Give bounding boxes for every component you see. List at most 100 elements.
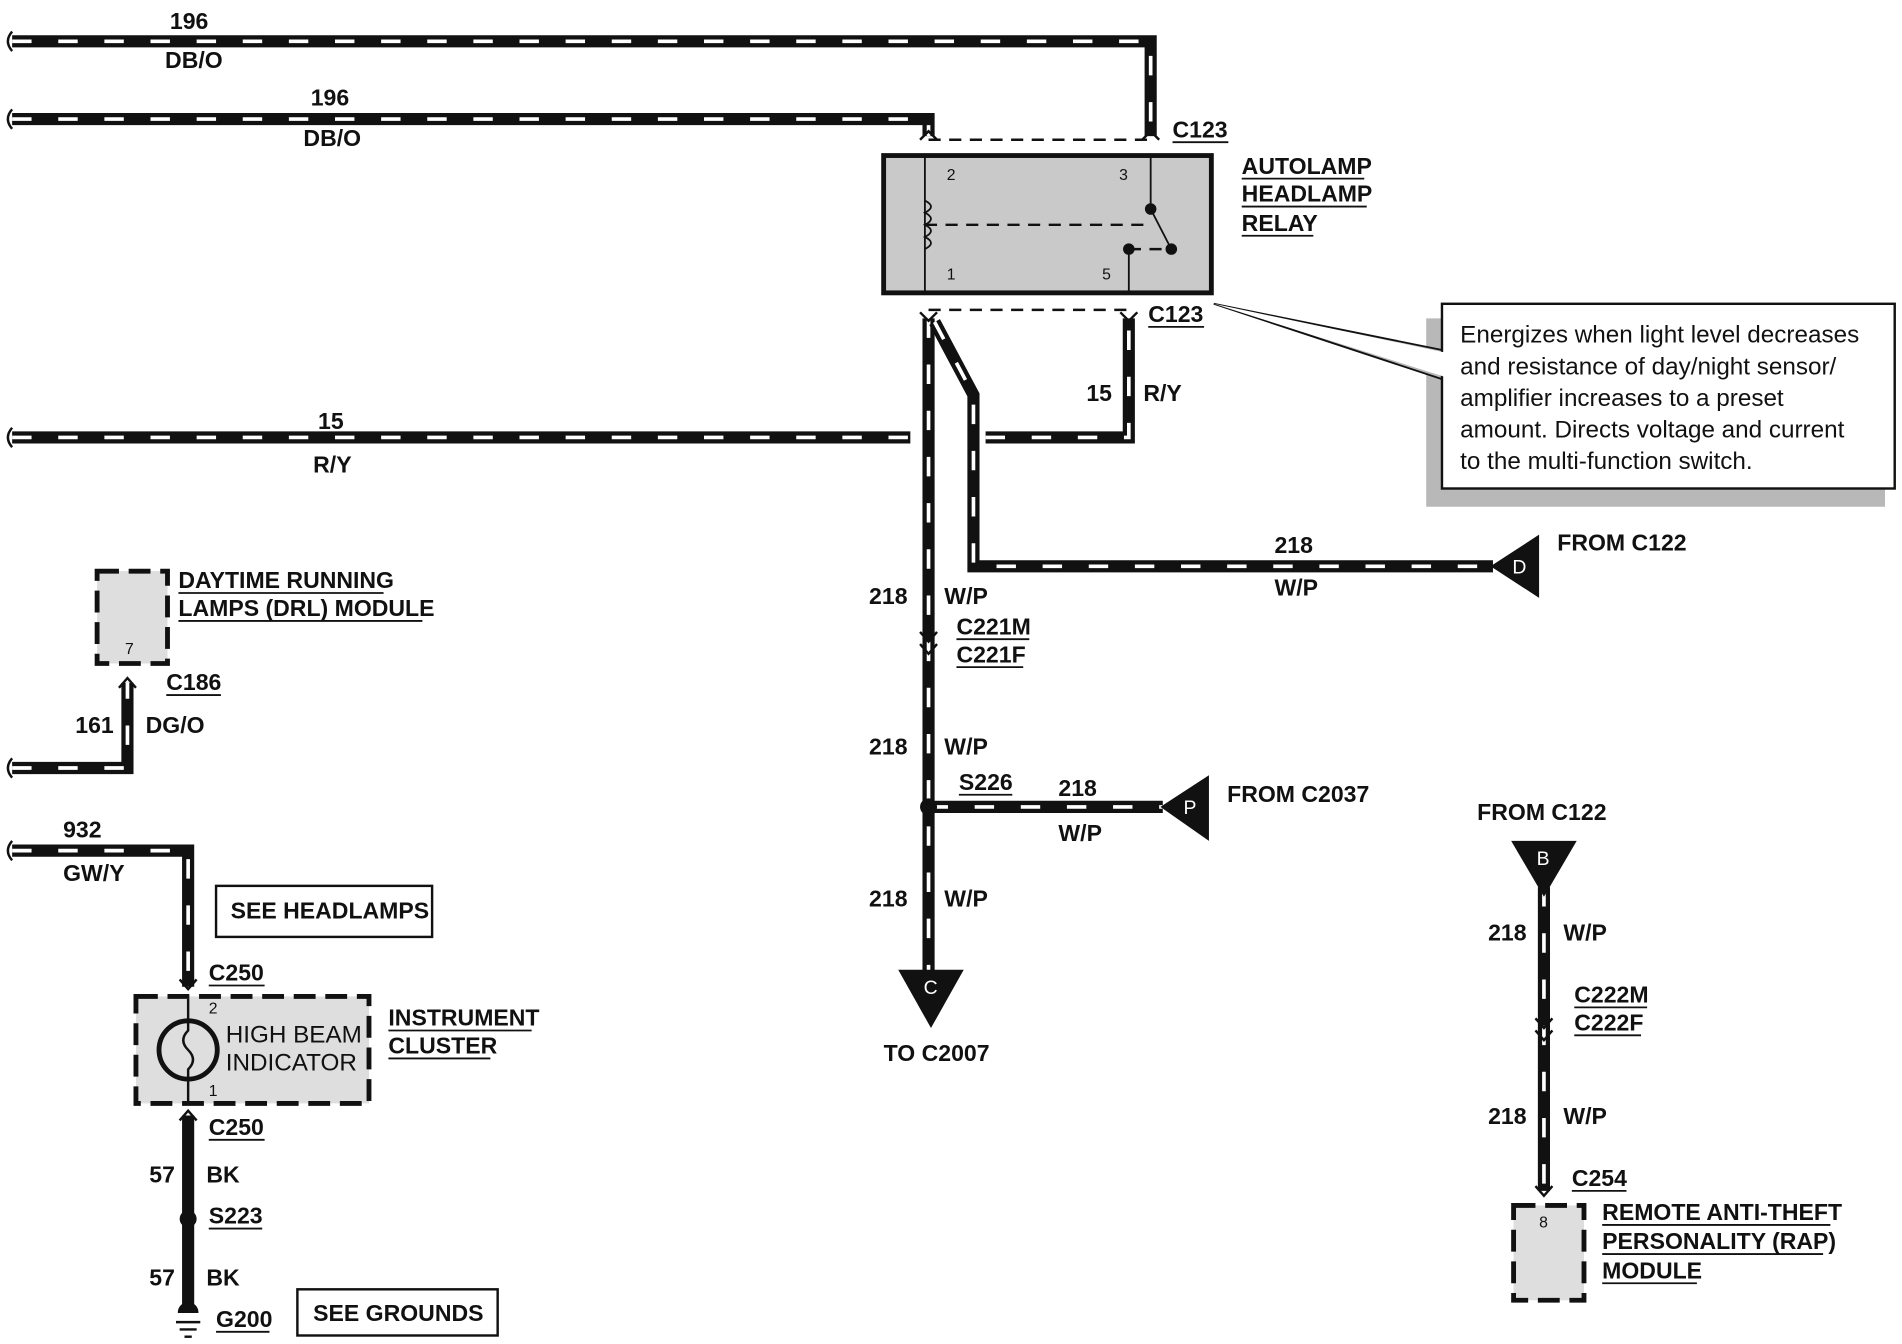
wire-57a-color: BK xyxy=(206,1161,240,1187)
rap-title-line-3: MODULE xyxy=(1602,1257,1702,1283)
high-beam-pin-2: 2 xyxy=(209,1000,218,1017)
drl-pin: 7 xyxy=(125,641,134,658)
rap-title-line-1: REMOTE ANTI-THEFT xyxy=(1602,1199,1842,1225)
wire-15-color: R/Y xyxy=(313,452,352,478)
connector-c123-top: C123 xyxy=(1173,116,1228,142)
drl-module xyxy=(94,568,170,666)
lamp-filament-icon xyxy=(182,998,195,1101)
wire-15v-number: 15 xyxy=(1086,380,1112,406)
connector-c222f: C222F xyxy=(1574,1009,1643,1035)
callout-line-3: amplifier increases to a preset xyxy=(1460,385,1784,412)
relay-title-line-3: RELAY xyxy=(1242,210,1319,236)
rap-module xyxy=(1511,1203,1587,1303)
connector-c186: C186 xyxy=(166,669,221,695)
wire-218a-color: W/P xyxy=(944,583,988,609)
wire-218e-color: W/P xyxy=(1563,920,1607,946)
wire-218d-color: W/P xyxy=(1274,574,1318,600)
wire-196-top xyxy=(6,30,1157,137)
wire-218c-color: W/P xyxy=(944,886,988,912)
wire-57b-number: 57 xyxy=(149,1265,175,1291)
wire-57b-color: BK xyxy=(206,1265,240,1291)
connector-b xyxy=(1511,840,1577,897)
connector-c221f: C221F xyxy=(956,641,1025,667)
wire-932-color: GW/Y xyxy=(63,860,125,886)
wire-196b-number: 196 xyxy=(311,85,349,111)
rap-title-line-2: PERSONALITY (RAP) xyxy=(1602,1228,1836,1254)
splice-s226 xyxy=(920,798,938,816)
connector-p xyxy=(1160,775,1209,841)
wire-218a-number: 218 xyxy=(869,583,908,609)
instrument-cluster-line-1: INSTRUMENT xyxy=(388,1005,539,1031)
wire-218d-number: 218 xyxy=(1274,532,1313,558)
relay-pin-3: 3 xyxy=(1119,167,1128,184)
wire-218e-number: 218 xyxy=(1488,920,1527,946)
connector-marks xyxy=(118,129,1554,1198)
wire-15 xyxy=(6,318,1135,448)
connector-c-label: C xyxy=(924,977,938,999)
splice-s226-label: S226 xyxy=(959,769,1013,795)
wire-218p-color: W/P xyxy=(1058,820,1102,846)
see-grounds-label[interactable]: SEE GROUNDS xyxy=(313,1300,483,1326)
splice-s223 xyxy=(179,1210,197,1228)
wire-196-second xyxy=(6,108,935,137)
wire-218b-number: 218 xyxy=(869,734,908,760)
from-c122-d: FROM C122 xyxy=(1557,529,1686,555)
relay-title-line-1: AUTOLAMP xyxy=(1242,153,1372,179)
relay-pin-2: 2 xyxy=(947,167,956,184)
high-beam-label-line-1: HIGH BEAM xyxy=(226,1022,362,1049)
callout-line-4: amount. Directs voltage and current xyxy=(1460,416,1844,443)
wire-932-number: 932 xyxy=(63,816,101,842)
see-grounds-box xyxy=(296,1288,499,1337)
drl-title-line-1: DAYTIME RUNNING xyxy=(178,567,394,593)
wire-218f-number: 218 xyxy=(1488,1103,1527,1129)
wire-161-color: DG/O xyxy=(146,712,205,738)
wire-196a-color: DB/O xyxy=(165,47,223,73)
high-beam-pin-1: 1 xyxy=(209,1083,218,1100)
relay-pin-5: 5 xyxy=(1102,266,1111,283)
relay-internals xyxy=(922,155,1178,293)
high-beam-label-line-2: INDICATOR xyxy=(226,1050,357,1077)
callout-line-1: Energizes when light level decreases xyxy=(1460,322,1859,349)
from-c122-b: FROM C122 xyxy=(1477,799,1606,825)
relay-pin-1: 1 xyxy=(947,266,956,283)
connector-p-label: P xyxy=(1183,797,1196,819)
wire-218f-color: W/P xyxy=(1563,1103,1607,1129)
callout-line-2: and resistance of day/night sensor/ xyxy=(1460,353,1836,380)
wire-15-number: 15 xyxy=(318,408,344,434)
ground-g200-label: G200 xyxy=(216,1306,272,1332)
wire-15v-color: R/Y xyxy=(1143,380,1182,406)
connector-c222m: C222M xyxy=(1574,982,1648,1008)
callout-line-5: to the multi-function switch. xyxy=(1460,448,1753,475)
autolamp-headlamp-relay xyxy=(881,153,1214,296)
relay-title-line-2: HEADLAMP xyxy=(1242,181,1373,207)
connector-c123-bottom: C123 xyxy=(1148,301,1203,327)
see-headlamps-label[interactable]: SEE HEADLAMPS xyxy=(231,898,430,924)
wire-218-branch xyxy=(929,319,1493,573)
connector-c250-bottom: C250 xyxy=(209,1114,264,1140)
connector-b-label: B xyxy=(1537,848,1550,870)
drl-title-line-2: LAMPS (DRL) MODULE xyxy=(178,595,434,621)
to-c2007: TO C2007 xyxy=(884,1040,990,1066)
callout-note: Energizes when light level decreases and… xyxy=(1213,302,1896,507)
instrument-cluster-line-2: CLUSTER xyxy=(388,1033,497,1059)
wire-161-number: 161 xyxy=(75,712,114,738)
wire-218c-number: 218 xyxy=(869,886,908,912)
wire-161 xyxy=(6,682,134,779)
wire-57a-number: 57 xyxy=(149,1161,175,1187)
wire-196b-color: DB/O xyxy=(303,125,361,151)
connector-c xyxy=(898,969,964,1029)
connector-d xyxy=(1490,534,1540,598)
wire-932 xyxy=(6,840,195,987)
rap-pin: 8 xyxy=(1539,1214,1548,1231)
connector-c250-top: C250 xyxy=(209,960,264,986)
connector-c221m: C221M xyxy=(956,613,1030,639)
ground-symbol-icon xyxy=(175,1302,201,1338)
splice-s223-label: S223 xyxy=(209,1203,263,1229)
from-c2037: FROM C2037 xyxy=(1227,781,1369,807)
instrument-cluster xyxy=(133,994,372,1106)
wire-196a-number: 196 xyxy=(170,8,208,34)
wire-218p-number: 218 xyxy=(1058,775,1097,801)
connector-d-label: D xyxy=(1512,557,1526,579)
connector-c254: C254 xyxy=(1572,1165,1627,1191)
